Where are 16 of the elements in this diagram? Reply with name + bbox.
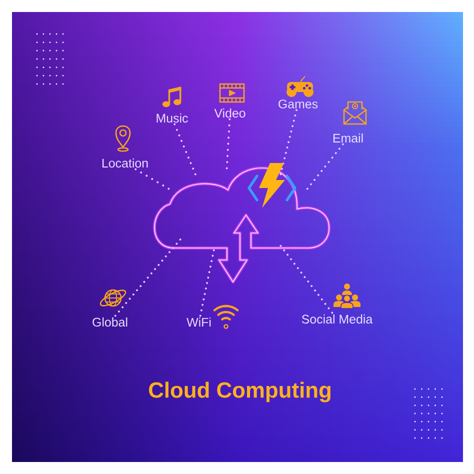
- cloud-shape: [152, 166, 331, 284]
- service-label: Location: [102, 158, 148, 168]
- service-label: Games: [278, 100, 318, 108]
- dotted-line: [280, 244, 334, 314]
- service-label: Email: [333, 133, 363, 143]
- service-label: WiFi: [186, 317, 211, 327]
- service-label: Social Media: [302, 314, 373, 324]
- service-label: Video: [214, 108, 246, 118]
- dotted-line: [174, 123, 196, 176]
- dotted-line: [199, 249, 215, 317]
- dotted-line: [280, 109, 298, 176]
- title: Cloud Computing: [149, 382, 330, 402]
- service-label: Global: [92, 317, 128, 327]
- service-label: Music: [156, 113, 188, 123]
- dotted-line: [134, 168, 170, 190]
- dotted-line: [114, 238, 182, 317]
